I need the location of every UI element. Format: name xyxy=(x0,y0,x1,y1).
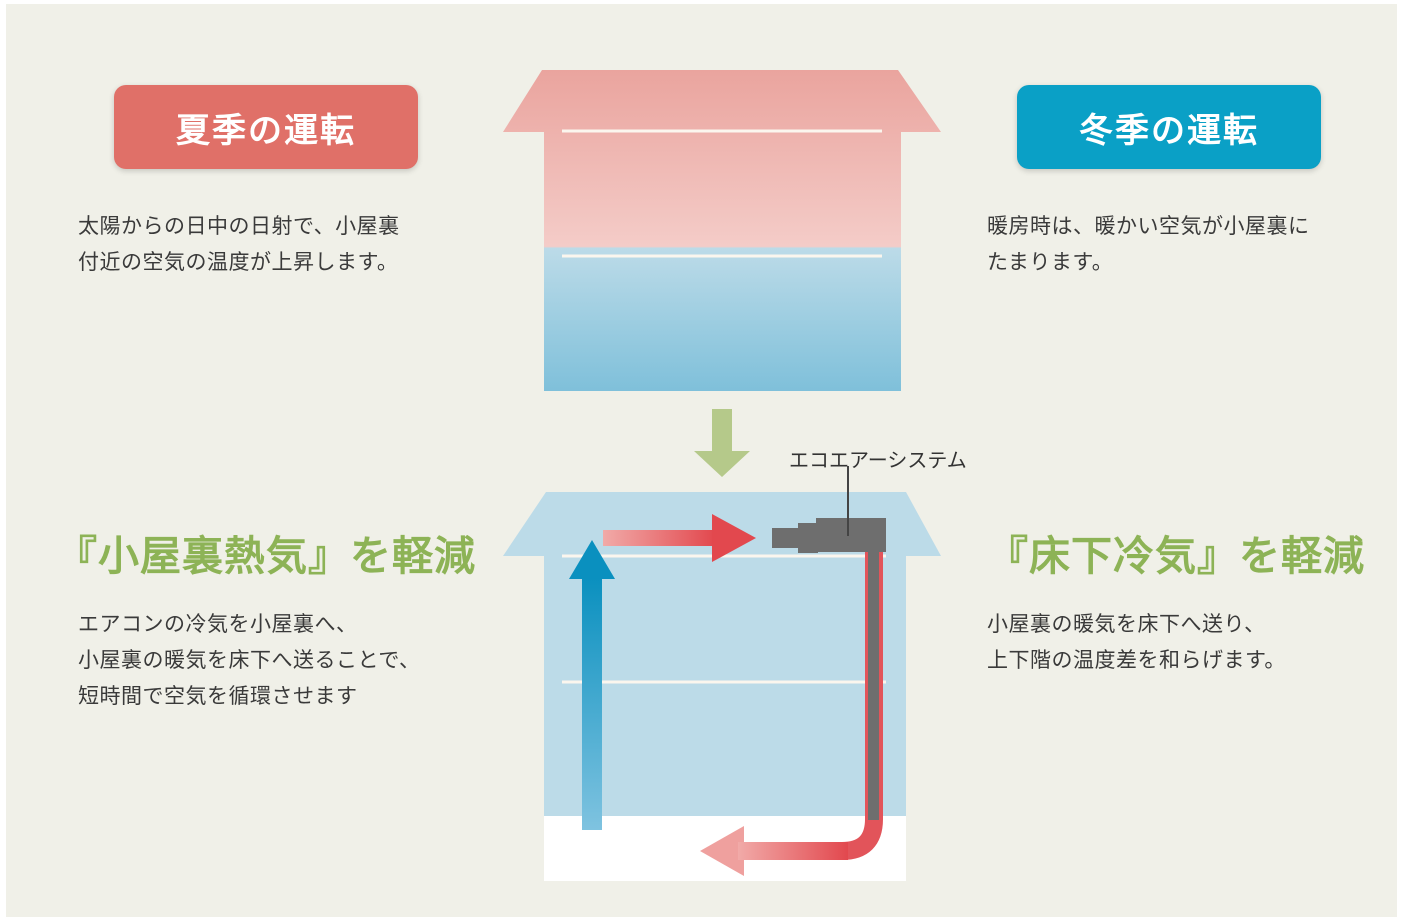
warm-air-right-arrow xyxy=(603,514,756,562)
attic-heat-heading: 『小屋裏熱気』を軽減 xyxy=(56,532,476,580)
warm-air-left-arrow xyxy=(700,826,744,876)
warm-air-duct xyxy=(700,552,883,876)
down-arrow-icon xyxy=(694,409,750,477)
top-house xyxy=(503,70,941,391)
diagram-canvas: 夏季の運転 冬季の運転 太陽からの日中の日射で、小屋裏 付近の空気の温度が上昇し… xyxy=(6,4,1397,917)
winter-operation-badge: 冬季の運転 xyxy=(1017,85,1321,169)
winter-description: 暖房時は、暖かい空気が小屋裏に たまります。 xyxy=(987,214,1310,274)
underfloor-cold-description: 小屋裏の暖気を床下へ送り、 上下階の温度差を和らげます。 xyxy=(987,612,1286,672)
eco-air-system-label: エコエアーシステム xyxy=(789,448,967,472)
summer-operation-badge: 夏季の運転 xyxy=(114,85,418,169)
underfloor-cold-heading: 『床下冷気』を軽減 xyxy=(987,532,1365,580)
cool-air-up-arrow xyxy=(569,540,615,830)
house-diagram xyxy=(503,70,941,881)
summer-description: 太陽からの日中の日射で、小屋裏 付近の空気の温度が上昇します。 xyxy=(78,214,400,274)
eco-air-system-unit xyxy=(772,466,886,553)
attic-heat-description: エアコンの冷気を小屋裏へ、 小屋裏の暖気を床下へ送ることで、 短時間で空気を循環… xyxy=(78,612,421,708)
